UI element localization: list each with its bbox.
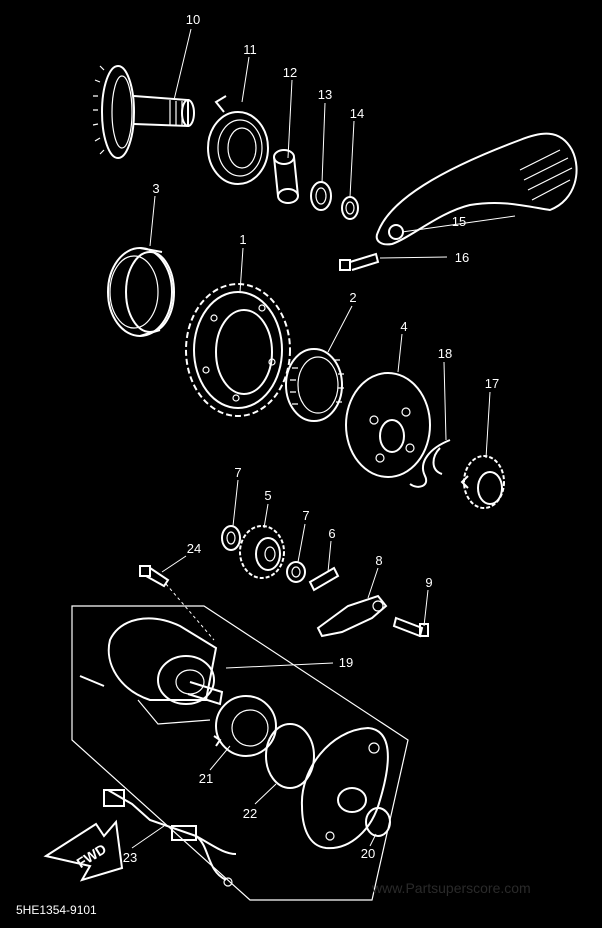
callout-6: 6 [328,526,335,541]
callout-14: 14 [350,106,364,121]
part-22-o-ring [265,723,315,789]
callout-9: 9 [425,575,432,590]
callout-20: 20 [361,846,375,861]
part-14-washer [341,196,359,220]
part-20-cover [300,726,391,850]
part-16-bolt [339,252,380,271]
part-4-plate [345,372,431,478]
part-24-bolt [139,565,170,588]
part-19-assembly-outline [71,605,409,901]
part-9-bolt [392,616,429,638]
callout-8: 8 [375,553,382,568]
callout-7a: 7 [234,465,241,480]
callout-10: 10 [186,12,200,27]
callout-21: 21 [199,771,213,786]
callout-5: 5 [264,488,271,503]
part-3-ring [107,247,175,337]
callout-18: 18 [438,346,452,361]
callout-16: 16 [455,250,469,265]
part-1-sprocket [185,283,291,417]
part-7-washer-b [286,561,306,583]
callout-15: 15 [452,214,466,229]
callout-22: 22 [243,806,257,821]
callout-23: 23 [123,850,137,865]
part-7-washer-a [221,525,241,551]
callout-7b: 7 [302,508,309,523]
leader-lines [131,28,516,849]
part-17-gear [460,455,505,509]
part-8-bracket [316,594,388,638]
callout-19: 19 [339,655,353,670]
part-10-kick-shaft [92,65,195,159]
callout-24: 24 [187,541,201,556]
part-12-collar [273,149,299,204]
part-11-torsion-spring [207,95,269,185]
fwd-label: FWD [74,841,110,871]
callout-17: 17 [485,376,499,391]
callout-labels: 10 11 12 13 14 3 1 15 16 2 4 18 17 7 5 7… [123,12,499,865]
callout-11: 11 [243,42,257,57]
callout-12: 12 [283,65,297,80]
callout-1: 1 [239,232,246,247]
fwd-arrow: FWD [43,819,124,882]
part-6-shaft [308,566,340,592]
part-5-idler-gear [239,525,285,579]
callout-2: 2 [349,290,356,305]
callout-3: 3 [152,181,159,196]
part-21-brush-holder [213,695,277,757]
part-23-lead-wire [103,789,237,887]
diagram-code: 5HE1354-9101 [16,903,97,917]
callout-13: 13 [318,87,332,102]
watermark: www.Partsuperscore.com [372,880,531,896]
part-15-kick-crank [375,132,578,246]
callout-4: 4 [400,319,407,334]
part-18-clip [409,439,451,488]
part-2-clutch [285,348,344,422]
part-13-washer [310,181,332,211]
starter-motor [79,617,224,725]
